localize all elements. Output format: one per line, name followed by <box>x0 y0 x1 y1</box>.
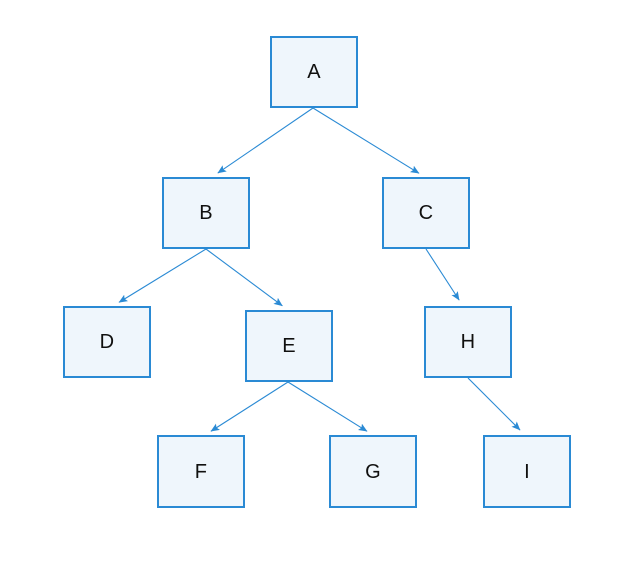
tree-node-label: D <box>99 331 115 353</box>
tree-edge <box>210 381 289 432</box>
tree-node-g[interactable]: G <box>329 435 417 508</box>
tree-node-label: B <box>199 202 213 224</box>
tree-edge <box>425 248 460 301</box>
tree-node-label: C <box>418 202 434 224</box>
tree-node-f[interactable]: F <box>157 435 245 508</box>
tree-edge <box>467 377 521 431</box>
tree-node-c[interactable]: C <box>382 177 470 249</box>
tree-edge <box>217 107 314 174</box>
tree-node-label: E <box>282 335 296 357</box>
tree-node-label: G <box>365 460 381 483</box>
tree-edge <box>205 248 283 307</box>
tree-node-i[interactable]: I <box>483 435 571 508</box>
tree-node-label: A <box>307 61 321 83</box>
tree-node-d[interactable]: D <box>63 306 151 378</box>
tree-node-b[interactable]: B <box>162 177 250 249</box>
tree-edge <box>118 248 207 303</box>
tree-node-label: H <box>460 331 476 353</box>
tree-edge <box>312 107 420 174</box>
tree-node-label: F <box>194 460 208 483</box>
tree-node-e[interactable]: E <box>245 310 333 382</box>
tree-node-label: I <box>524 460 530 483</box>
tree-node-h[interactable]: H <box>424 306 512 378</box>
tree-node-a[interactable]: A <box>270 36 358 108</box>
tree-edge <box>287 381 368 432</box>
